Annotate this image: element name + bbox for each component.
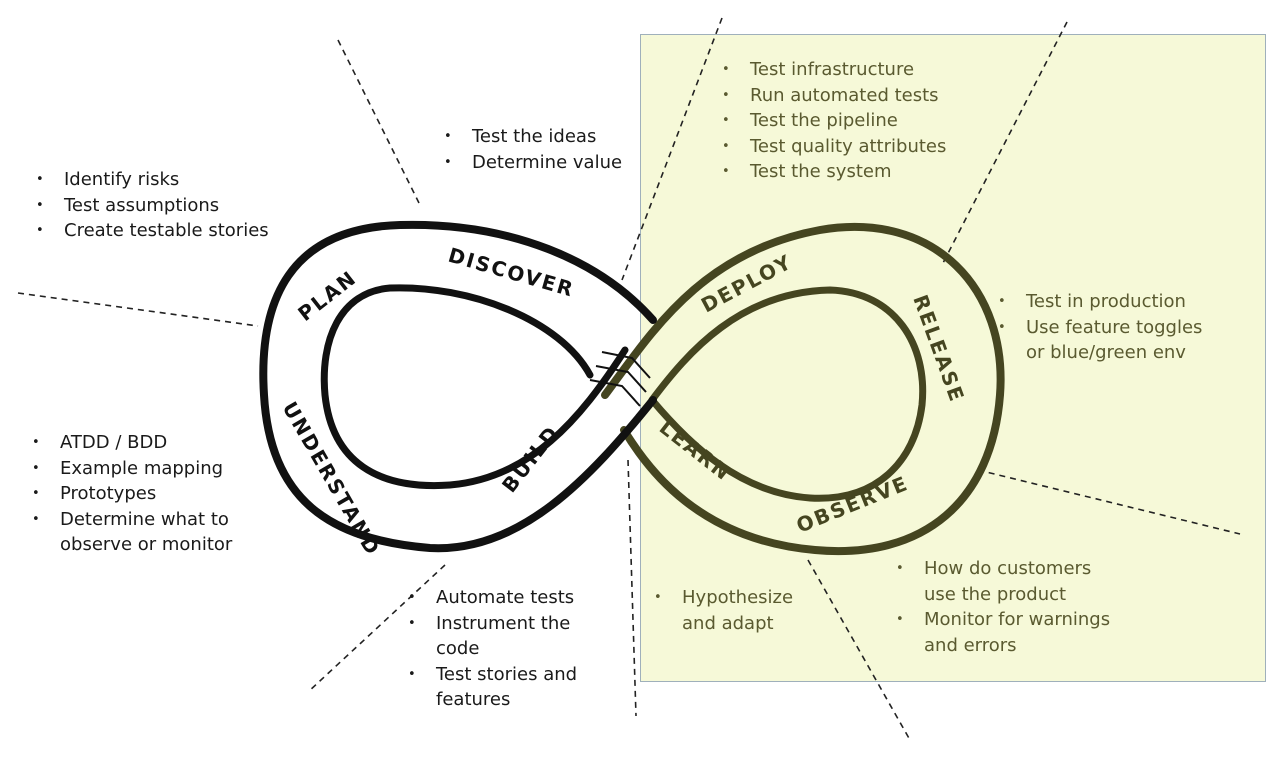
note-item: Automate tests [404, 585, 577, 611]
note-item-continued: observe or monitor [60, 534, 233, 555]
chevron-1 [601, 351, 651, 379]
separator-lines [17, 17, 1241, 741]
separator-discover-deploy [621, 17, 723, 281]
chevron-3 [589, 379, 641, 407]
note-item: Instrument the [404, 611, 577, 637]
ops-loop [601, 222, 1005, 556]
note-item: Test the ideas [440, 124, 622, 150]
note-item: Run automated tests [718, 83, 946, 109]
notes-plan: Identify risks Test assumptions Create t… [32, 167, 269, 244]
note-item: Identify risks [32, 167, 269, 193]
note-item-continued: and errors [924, 634, 1017, 656]
ops-loop-outer [601, 222, 1005, 556]
note-item: How do customers [892, 556, 1110, 582]
notes-understand: ATDD / BDD Example mapping Prototypes De… [28, 430, 232, 558]
crossover-chevrons [589, 351, 651, 407]
note-item: Use feature toggles [994, 315, 1202, 341]
separator-deploy-release [941, 21, 1068, 266]
note-item: Test stories and [404, 662, 577, 688]
separator-observe-learn [807, 559, 911, 741]
notes-observe: How do customers use the product Monitor… [892, 556, 1110, 658]
note-item: Monitor for warnings [892, 607, 1110, 633]
notes-learn: Hypothesize and adapt [650, 585, 793, 636]
note-item: ATDD / BDD [28, 430, 232, 456]
note-item: Test assumptions [32, 193, 269, 219]
dev-loop-outer [259, 220, 657, 553]
note-item: Test the system [718, 159, 946, 185]
note-item: Example mapping [28, 456, 232, 482]
note-item: Determine value [440, 150, 622, 176]
separator-plan-understand [17, 292, 259, 327]
stage-learn: LEARN [655, 415, 736, 486]
separator-learn-build [627, 459, 637, 717]
notes-build: Automate tests Instrument the code Test … [404, 585, 577, 713]
dev-loop [259, 220, 657, 553]
note-item: Test quality attributes [718, 134, 946, 160]
stage-deploy: DEPLOY [697, 249, 796, 317]
separator-build-understand [307, 564, 446, 693]
note-item: Test in production [994, 289, 1202, 315]
note-item: Create testable stories [32, 218, 269, 244]
separator-release-observe [977, 469, 1241, 535]
note-item: Hypothesize [650, 585, 793, 611]
ops-loop-inner [648, 286, 927, 502]
note-item: Determine what to [28, 507, 232, 533]
notes-discover: Test the ideas Determine value [440, 124, 622, 175]
stage-build: BUILD [497, 421, 564, 497]
notes-release: Test in production Use feature toggles o… [994, 289, 1202, 366]
chevron-2 [595, 365, 647, 393]
note-item-continued: and adapt [682, 612, 774, 634]
notes-deploy: Test infrastructure Run automated tests … [718, 57, 946, 185]
note-item-continued: features [436, 689, 511, 710]
separator-plan-discover [337, 39, 421, 206]
note-item-continued: or blue/green env [1026, 342, 1186, 363]
note-item: Test the pipeline [718, 108, 946, 134]
note-item: Prototypes [28, 481, 232, 507]
note-item: Test infrastructure [718, 57, 946, 83]
stage-plan: PLAN [293, 265, 361, 326]
note-item-continued: use the product [924, 583, 1067, 605]
stage-observe: OBSERVE [793, 471, 912, 538]
note-item-continued: code [436, 638, 480, 659]
dev-loop-inner [320, 284, 629, 490]
